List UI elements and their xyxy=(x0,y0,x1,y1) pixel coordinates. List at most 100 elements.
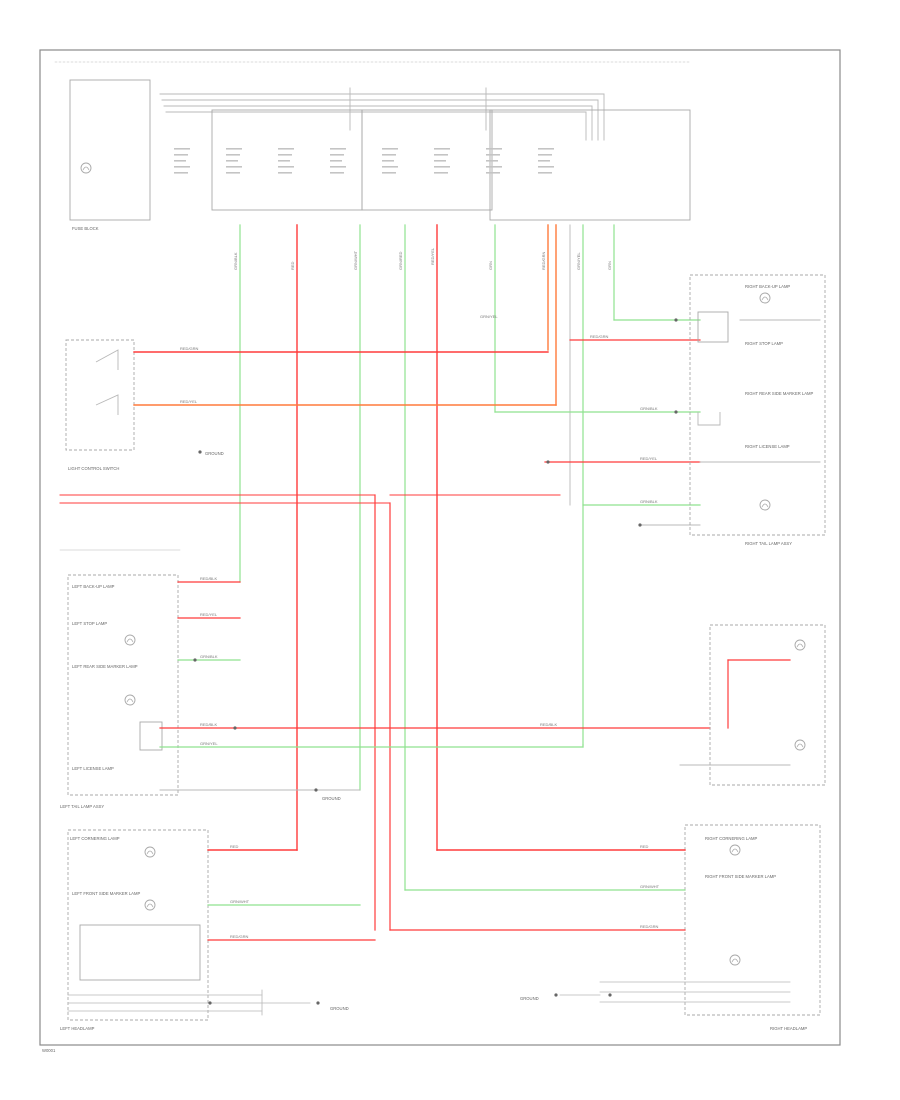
fuse-text-line xyxy=(278,172,292,174)
connector-icon xyxy=(193,658,197,662)
fuse-text-line xyxy=(226,160,238,162)
fuse-text-line xyxy=(226,166,242,168)
fuse-text-line xyxy=(278,154,292,156)
fuse-text-line xyxy=(226,148,242,150)
left-reverse-relay-box xyxy=(139,721,163,751)
wire-code-label: RED/BLK xyxy=(200,722,217,727)
left-headlamp-assembly xyxy=(67,829,209,1021)
wire-code-label: GRN/YEL xyxy=(576,252,581,270)
right-tail-lamp-assembly xyxy=(689,274,826,536)
right-corner-label: RIGHT CORNERING LAMP xyxy=(705,836,757,841)
fuse-text-line xyxy=(330,166,346,168)
fuse-text-line xyxy=(278,160,290,162)
right-license-label: RIGHT LICENSE LAMP xyxy=(745,444,790,449)
fuse-text-line xyxy=(278,148,294,150)
fuse-text-line xyxy=(382,160,394,162)
footer-code: W0001 xyxy=(42,1048,56,1053)
fuse-block-right xyxy=(489,109,691,221)
fuse-text-line xyxy=(330,160,342,162)
wire-code-label: GRN/WHT xyxy=(640,884,660,889)
wire-code-label: RED/GRN xyxy=(180,346,199,351)
ground-icon xyxy=(316,1001,320,1005)
connector-icon xyxy=(674,410,678,414)
left-stop-label: LEFT STOP LAMP xyxy=(72,621,107,626)
right-headlamp-label: RIGHT HEADLAMP xyxy=(770,1026,807,1031)
wire-code-label: GRN/RED xyxy=(398,251,403,270)
left-corner-label: LEFT CORNERING LAMP xyxy=(70,836,120,841)
fuse-text-line xyxy=(330,148,346,150)
wire-code-label: RED/BLK xyxy=(540,722,557,727)
wire-code-label: GRN/WHT xyxy=(353,250,358,270)
fuse-text-line xyxy=(538,160,550,162)
battery-icon xyxy=(80,162,92,174)
ground-label: GROUND xyxy=(322,796,341,801)
lamp-icon xyxy=(144,846,156,858)
diagram-border xyxy=(39,49,841,1046)
left-side-marker-label: LEFT REAR SIDE MARKER LAMP xyxy=(72,664,138,669)
relay-icon xyxy=(697,412,721,426)
light-control-switch xyxy=(65,339,135,451)
fuse-text-line xyxy=(174,166,190,168)
fuse-block-label: FUSE BLOCK xyxy=(72,226,99,231)
fuse-text-line xyxy=(174,154,188,156)
wire-code-label: RED/YEL xyxy=(640,456,658,461)
ground-label: GROUND xyxy=(520,996,539,1001)
connector-icon xyxy=(608,993,612,997)
ground-label: GROUND xyxy=(205,451,224,456)
wire-code-label: GRN/BLK xyxy=(200,654,218,659)
fuse-text-line xyxy=(434,154,448,156)
right-reverse-label: RIGHT BACK-UP LAMP xyxy=(745,284,790,289)
right-headlamp-assembly xyxy=(684,824,821,1016)
fuse-text-line xyxy=(278,166,294,168)
wire-code-label: RED xyxy=(230,844,239,849)
fuse-text-line xyxy=(486,172,500,174)
light-control-label: LIGHT CONTROL SWITCH xyxy=(68,466,119,471)
lamp-icon xyxy=(144,899,156,911)
fuse-text-line xyxy=(538,154,552,156)
ground-icon xyxy=(314,788,318,792)
fuse-text-line xyxy=(382,148,398,150)
fuse-text-line xyxy=(486,148,502,150)
fuse-block-center-right xyxy=(361,109,493,211)
fuse-text-line xyxy=(434,160,446,162)
wire-code-label: RED/YEL xyxy=(430,247,435,265)
fuse-text-line xyxy=(382,172,396,174)
fuse-text-line xyxy=(538,172,552,174)
wire-code-label: RED xyxy=(640,844,649,849)
left-tail-lamp-label: LEFT TAIL LAMP ASSY xyxy=(60,804,104,809)
fuse-text-line xyxy=(174,160,186,162)
wire-code-label: RED/YEL xyxy=(180,399,198,404)
right-front-side-marker-label: RIGHT FRONT SIDE MARKER LAMP xyxy=(705,874,776,879)
fuse-text-line xyxy=(538,166,554,168)
ground-label: GROUND xyxy=(330,1006,349,1011)
wire-code-label: RED/YEL xyxy=(200,612,218,617)
left-headlamp-label: LEFT HEADLAMP xyxy=(60,1026,95,1031)
lamp-icon xyxy=(124,634,136,646)
fuse-text-line xyxy=(434,172,448,174)
fuse-text-line xyxy=(486,166,502,168)
wire-code-label: GRN/BLK xyxy=(233,252,238,270)
fuse-text-line xyxy=(382,166,398,168)
left-front-turn-box xyxy=(79,924,201,981)
wire-code-label: GRN xyxy=(488,261,493,270)
lamp-icon xyxy=(794,639,806,651)
right-license-lamp-block xyxy=(709,624,826,786)
right-stop-label: RIGHT STOP LAMP xyxy=(745,341,783,346)
ground-icon xyxy=(554,993,558,997)
fuse-text-line xyxy=(174,172,188,174)
fuse-text-line xyxy=(486,160,498,162)
connector-icon xyxy=(674,318,678,322)
fuse-block-left xyxy=(69,79,151,221)
reverse-relay-box xyxy=(697,311,729,343)
left-tail-lamp-assembly xyxy=(67,574,179,796)
wire-code-label: GRN/YEL xyxy=(200,741,218,746)
fuse-text-line xyxy=(174,148,190,150)
connector-icon xyxy=(208,1001,212,1005)
switch-icon xyxy=(95,349,119,370)
lamp-icon xyxy=(759,292,771,304)
lamp-icon xyxy=(124,694,136,706)
wire-code-label: GRN xyxy=(607,261,612,270)
fuse-text-line xyxy=(382,154,396,156)
fuse-text-line xyxy=(330,154,344,156)
